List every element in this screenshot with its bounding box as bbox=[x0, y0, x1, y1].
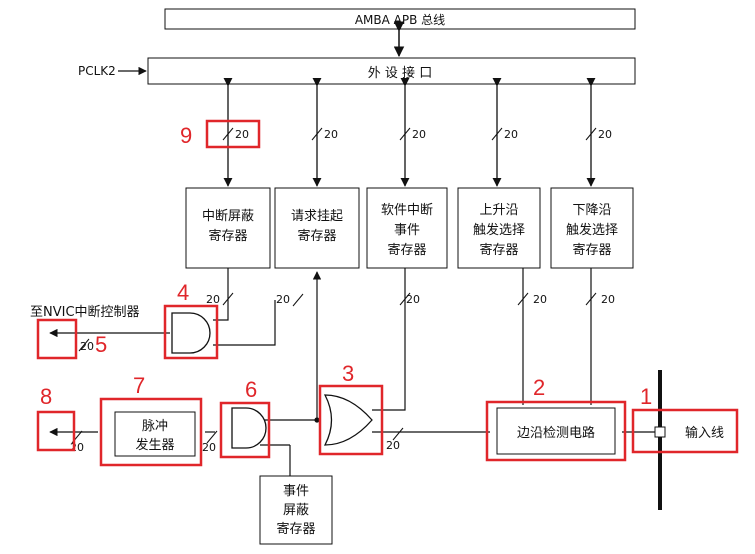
peripheral-interface-label: 外 设 接 口 bbox=[368, 65, 432, 81]
highlight-4 bbox=[163, 304, 219, 360]
svg-text:寄存器: 寄存器 bbox=[572, 242, 611, 258]
svg-text:寄存器: 寄存器 bbox=[297, 228, 336, 244]
highlight-6 bbox=[219, 401, 271, 459]
interrupt-mask-register bbox=[185, 187, 271, 269]
svg-text:边沿检测电路: 边沿检测电路 bbox=[517, 425, 595, 441]
svg-text:软件中断: 软件中断 bbox=[381, 203, 433, 218]
bus-width-mask: 20 bbox=[206, 293, 220, 306]
svg-text:寄存器: 寄存器 bbox=[387, 242, 426, 258]
svg-text:触发选择: 触发选择 bbox=[566, 222, 618, 238]
svg-text:寄存器: 寄存器 bbox=[208, 228, 247, 244]
bus-width-pending-out: 20 bbox=[276, 293, 290, 306]
highlight-9 bbox=[205, 119, 261, 149]
bus-width-pending: 20 bbox=[324, 128, 338, 141]
callout-7: 7 bbox=[133, 373, 145, 398]
svg-text:事件: 事件 bbox=[394, 223, 420, 238]
svg-text:脉冲: 脉冲 bbox=[142, 419, 168, 434]
falling-trigger-register bbox=[550, 187, 634, 269]
bus-width-edge: 20 bbox=[386, 439, 400, 452]
bus-width-9: 20 bbox=[235, 128, 249, 141]
highlight-1 bbox=[631, 408, 739, 454]
svg-text:事件: 事件 bbox=[283, 484, 309, 499]
svg-text:下降沿: 下降沿 bbox=[572, 203, 611, 218]
highlight-7 bbox=[99, 397, 203, 467]
pulse-generator bbox=[114, 411, 196, 457]
callout-9: 9 bbox=[180, 123, 192, 148]
svg-text:请求挂起: 请求挂起 bbox=[291, 209, 343, 224]
and-gate-interrupt bbox=[171, 312, 211, 354]
bus-width-pulse: 20 bbox=[202, 441, 216, 454]
svg-text:中断屏蔽: 中断屏蔽 bbox=[202, 209, 254, 224]
callout-5: 5 bbox=[95, 332, 107, 357]
callout-1: 1 bbox=[640, 384, 652, 409]
bus-width-sw-out: 20 bbox=[406, 293, 420, 306]
edge-detect-circuit bbox=[496, 407, 616, 455]
callout-8: 8 bbox=[40, 384, 52, 409]
callout-3: 3 bbox=[342, 361, 354, 386]
highlight-2 bbox=[485, 400, 627, 462]
svg-text:寄存器: 寄存器 bbox=[276, 521, 315, 537]
svg-text:发生器: 发生器 bbox=[135, 437, 174, 453]
highlight-8 bbox=[36, 410, 76, 452]
event-mask-register bbox=[259, 475, 333, 545]
bus-width-nvic: 20 bbox=[80, 340, 94, 353]
bus-width-rising-out: 20 bbox=[533, 293, 547, 306]
bus-width-event-out: 20 bbox=[70, 441, 84, 454]
svg-text:屏蔽: 屏蔽 bbox=[283, 503, 309, 518]
software-interrupt-event-register bbox=[366, 187, 448, 269]
svg-text:触发选择: 触发选择 bbox=[473, 222, 525, 238]
highlight-5 bbox=[36, 318, 78, 360]
pclk2-label: PCLK2 bbox=[78, 64, 116, 78]
callout-2: 2 bbox=[533, 375, 545, 400]
amba-apb-bus-label: AMBA APB 总线 bbox=[355, 13, 445, 27]
pending-request-register bbox=[274, 187, 360, 269]
or-gate bbox=[323, 394, 373, 446]
input-pad-icon bbox=[654, 426, 666, 438]
input-line-label: 输入线 bbox=[685, 425, 724, 441]
callout-4: 4 bbox=[177, 280, 189, 305]
bus-width-falling: 20 bbox=[598, 128, 612, 141]
rising-trigger-register bbox=[457, 187, 541, 269]
bus-width-falling-out: 20 bbox=[601, 293, 615, 306]
callout-6: 6 bbox=[245, 377, 257, 402]
svg-text:寄存器: 寄存器 bbox=[479, 242, 518, 258]
and-gate-event bbox=[231, 407, 267, 449]
svg-text:上升沿: 上升沿 bbox=[479, 203, 518, 218]
bus-width-rising: 20 bbox=[504, 128, 518, 141]
bus-width-swint: 20 bbox=[412, 128, 426, 141]
nvic-label: 至NVIC中断控制器 bbox=[30, 305, 140, 320]
highlight-3 bbox=[318, 384, 384, 456]
